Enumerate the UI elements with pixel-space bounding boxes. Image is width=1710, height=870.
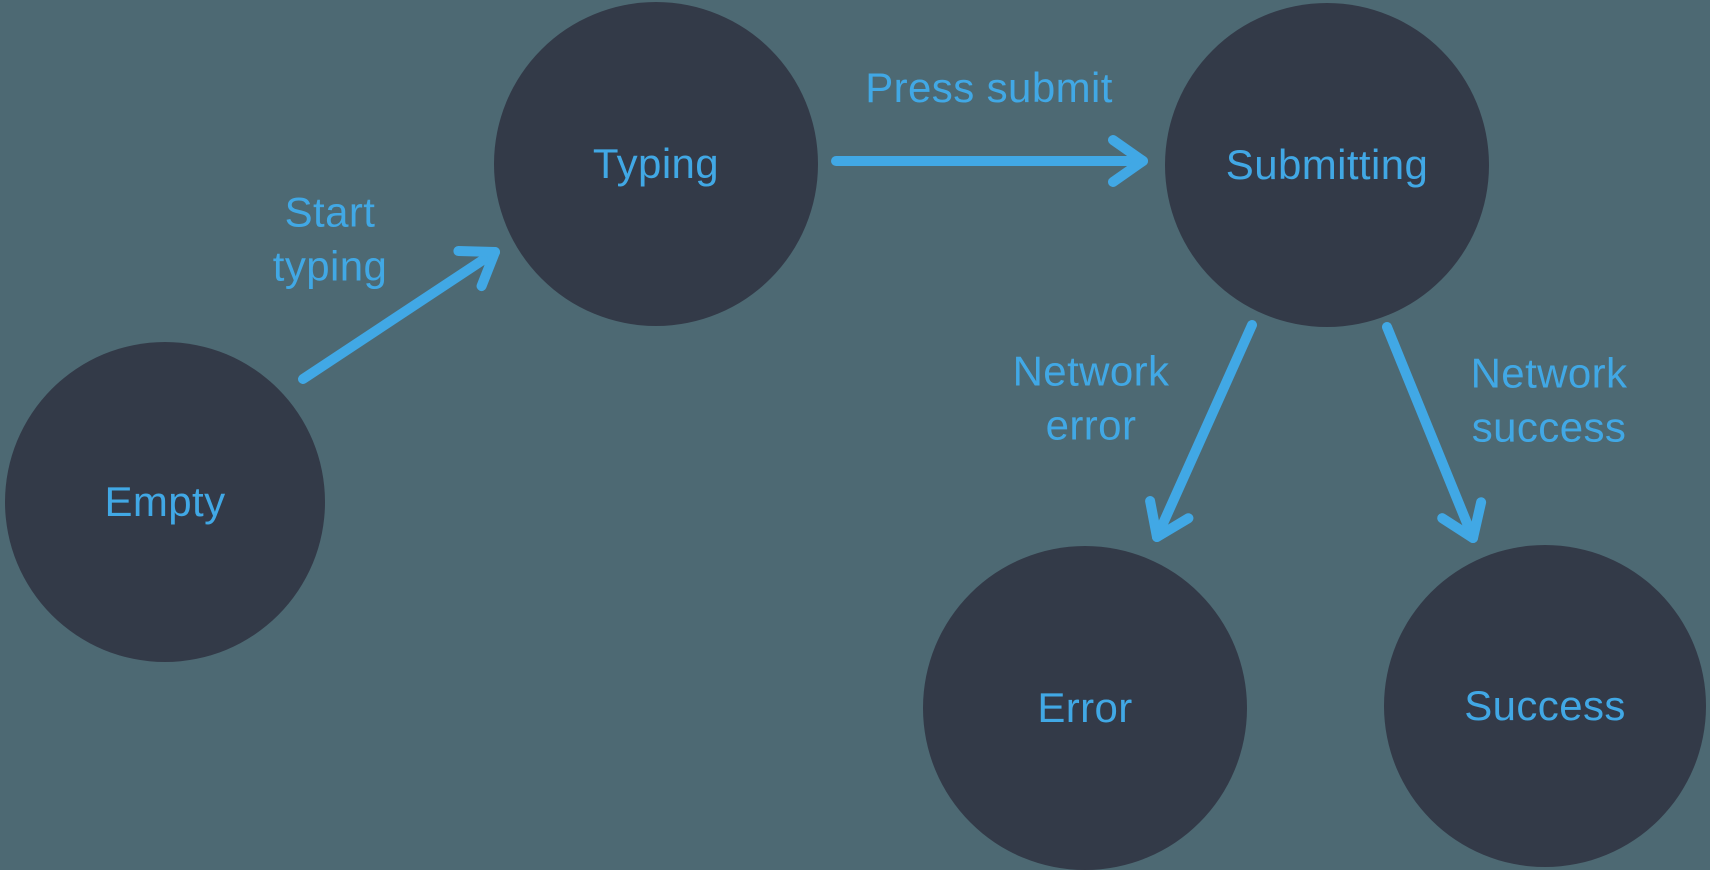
edge-label-network-success: Network success xyxy=(1470,349,1628,450)
state-node-success: Success xyxy=(1384,545,1706,867)
edge-arrow-start-typing xyxy=(298,246,500,384)
edge-label-start-typing: Start typing xyxy=(272,188,388,289)
edge-label-network-error: Network error xyxy=(1012,347,1170,448)
state-node-error: Error xyxy=(923,546,1247,870)
edge-label-press-submit: Press submit xyxy=(865,64,1113,112)
state-label-error: Error xyxy=(1037,684,1133,731)
state-label-submitting: Submitting xyxy=(1225,141,1429,188)
state-node-typing: Typing xyxy=(494,2,818,326)
edge-arrow-network-error xyxy=(1145,320,1257,542)
state-label-typing: Typing xyxy=(592,140,720,187)
state-label-empty: Empty xyxy=(104,478,226,525)
edge-arrow-network-success xyxy=(1382,322,1487,543)
state-label-success: Success xyxy=(1464,682,1626,729)
state-node-empty: Empty xyxy=(5,342,325,662)
state-node-submitting: Submitting xyxy=(1165,3,1489,327)
